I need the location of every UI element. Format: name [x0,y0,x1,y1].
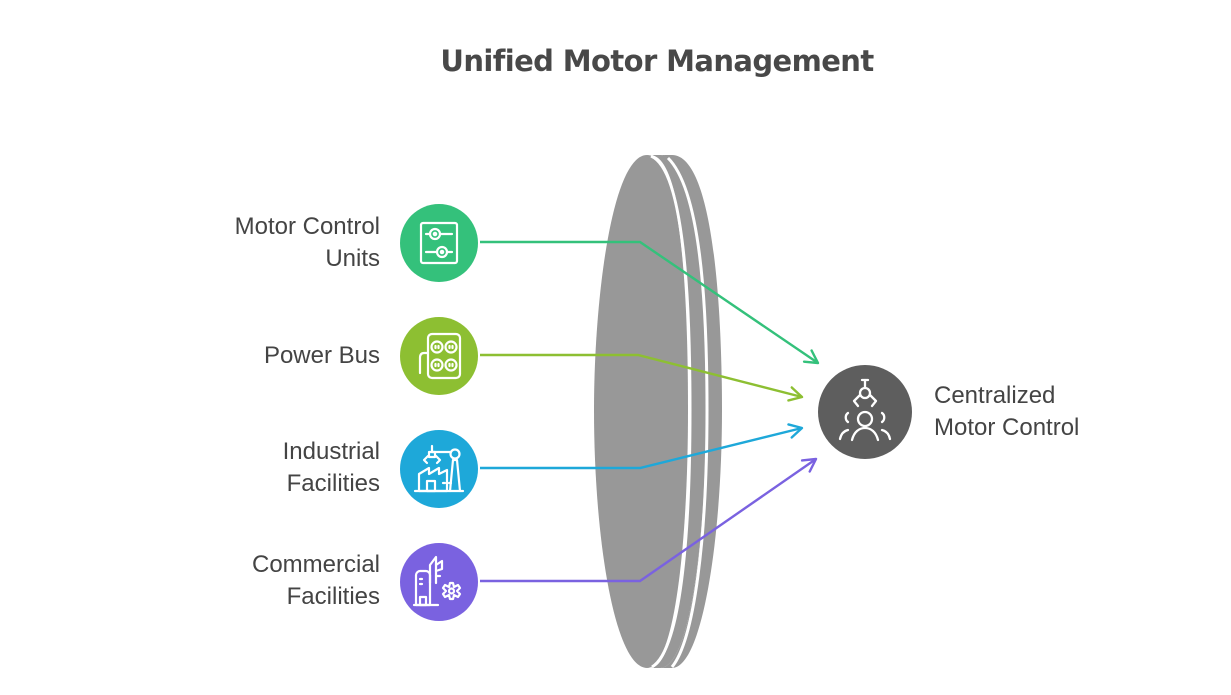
factory-robot-arm-icon [413,444,465,493]
arrowhead-commercial-facilities [800,457,818,473]
input-label-motor-control-units: Motor Control Units [80,211,380,275]
label-line: Facilities [286,470,380,497]
connectors [480,240,820,583]
power-strip-icon [418,332,462,380]
label-line: Motor Control [234,213,380,240]
robot-claw-people-icon [838,378,892,442]
diagram-title: Unified Motor Management [440,44,874,78]
label-line: Units [325,245,380,272]
connector-industrial-facilities [480,426,803,470]
lens-gap-line-2 [666,156,709,668]
input-node-industrial-facilities [400,430,478,508]
lens-front-disc [594,155,688,668]
output-node-centralized-motor-control [818,365,912,459]
arrowhead-power-bus [787,386,804,402]
sliders-icon [419,221,459,265]
label-line: Centralized [934,382,1056,409]
connector-motor-control-units [480,240,819,364]
input-node-commercial-facilities [400,543,478,621]
label-line: Industrial [282,438,380,465]
input-label-industrial-facilities: Industrial Facilities [80,436,380,500]
output-label-centralized-motor-control: Centralized Motor Control [934,380,1194,444]
input-label-commercial-facilities: Commercial Facilities [80,549,380,613]
building-gear-icon [412,555,462,607]
input-label-power-bus: Power Bus [80,340,380,372]
lens-back-disc [660,155,722,668]
arrowhead-motor-control-units [802,349,820,365]
input-node-motor-control-units [400,204,478,282]
connector-power-bus [480,353,803,399]
lens-gap-line-1 [650,154,692,669]
label-line: Power Bus [263,342,380,369]
lens-middle-disc [650,155,706,668]
label-line: Motor Control [934,414,1080,441]
label-line: Facilities [286,583,380,610]
convergence-lens [594,154,722,669]
arrowhead-industrial-facilities [787,423,804,439]
connector-commercial-facilities [480,458,817,583]
input-node-power-bus [400,317,478,395]
label-line: Commercial [251,551,380,578]
